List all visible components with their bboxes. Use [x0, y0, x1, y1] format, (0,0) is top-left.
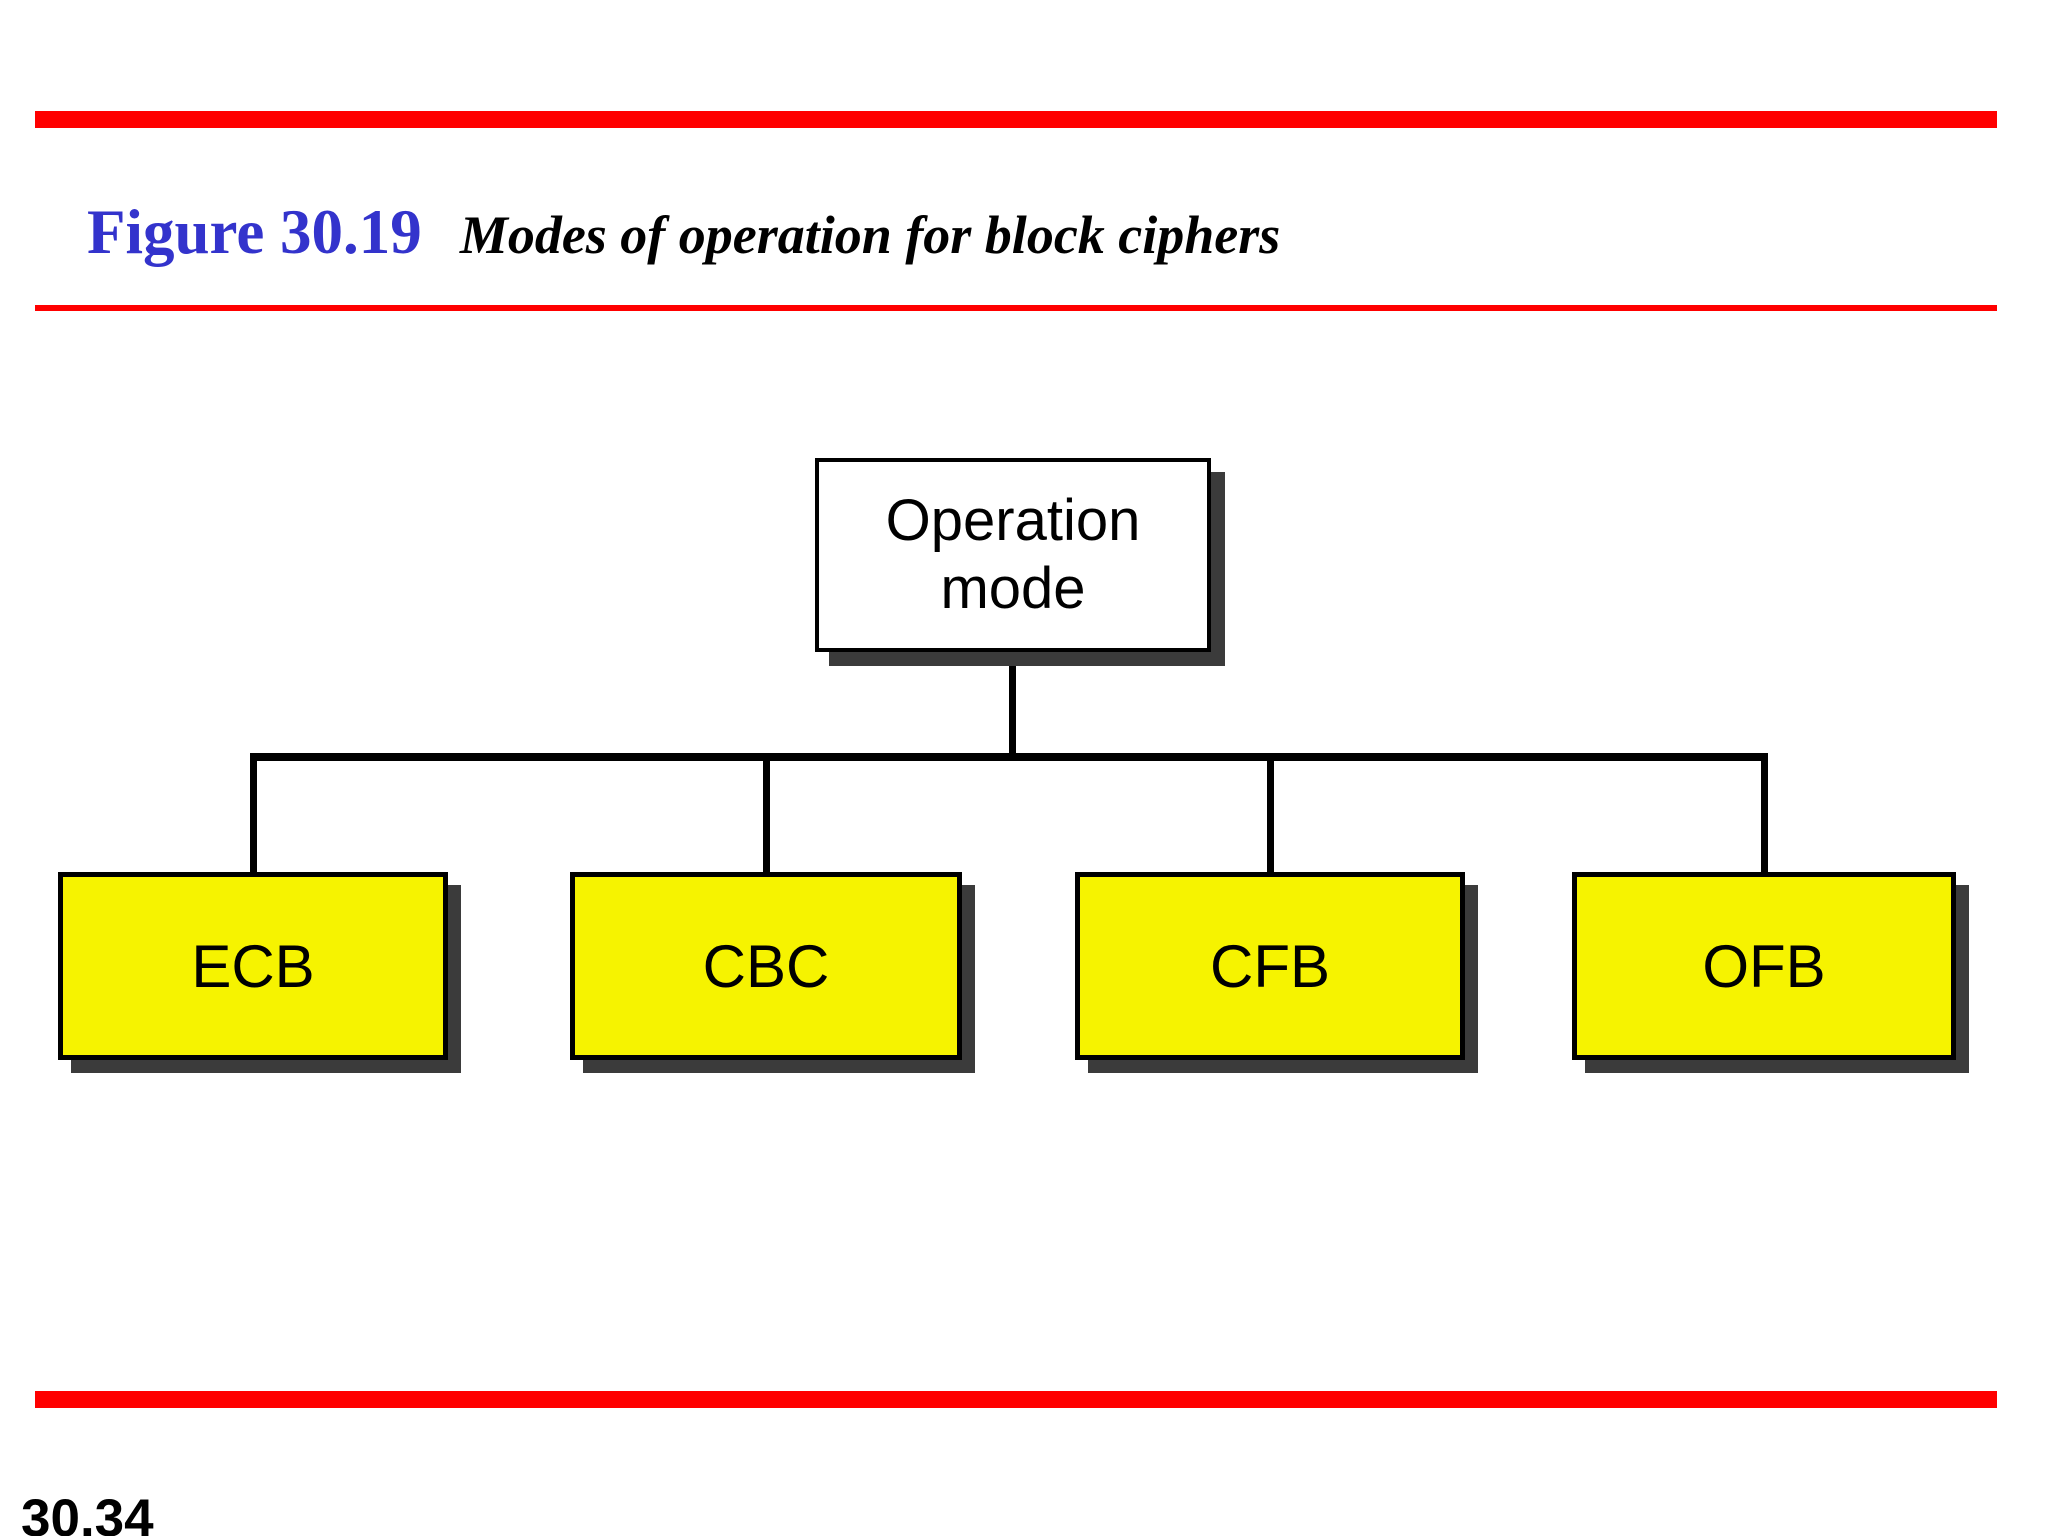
diagram-leaf-cfb-label: CFB [1210, 932, 1330, 1000]
bottom-red-bar [35, 1391, 1997, 1408]
figure-title: Figure 30.19 Modes of operation for bloc… [87, 196, 1280, 269]
connector-drop-ofb [1761, 755, 1768, 877]
connector-drop-ecb [250, 755, 257, 877]
connector-drop-cfb [1267, 755, 1274, 877]
diagram-leaf-cbc: CBC [570, 872, 962, 1060]
top-red-bar [35, 111, 1997, 128]
diagram-root-box: Operation mode [815, 458, 1211, 652]
figure-number-label: Figure 30.19 [87, 197, 422, 267]
connector-stem [1009, 655, 1016, 760]
connector-drop-cbc [763, 755, 770, 877]
diagram-root-label: Operation mode [885, 487, 1141, 621]
diagram-leaf-ecb-label: ECB [191, 932, 315, 1000]
diagram-leaf-cfb: CFB [1075, 872, 1465, 1060]
diagram-leaf-ecb: ECB [58, 872, 448, 1060]
diagram-leaf-ofb-label: OFB [1702, 932, 1826, 1000]
diagram-leaf-cbc-label: CBC [702, 932, 830, 1000]
diagram-leaf-ofb: OFB [1572, 872, 1956, 1060]
figure-caption: Modes of operation for block ciphers [459, 205, 1281, 265]
connector-horizontal [250, 753, 1768, 761]
page-number: 30.34 [21, 1489, 154, 1536]
title-divider-line [35, 305, 1997, 311]
